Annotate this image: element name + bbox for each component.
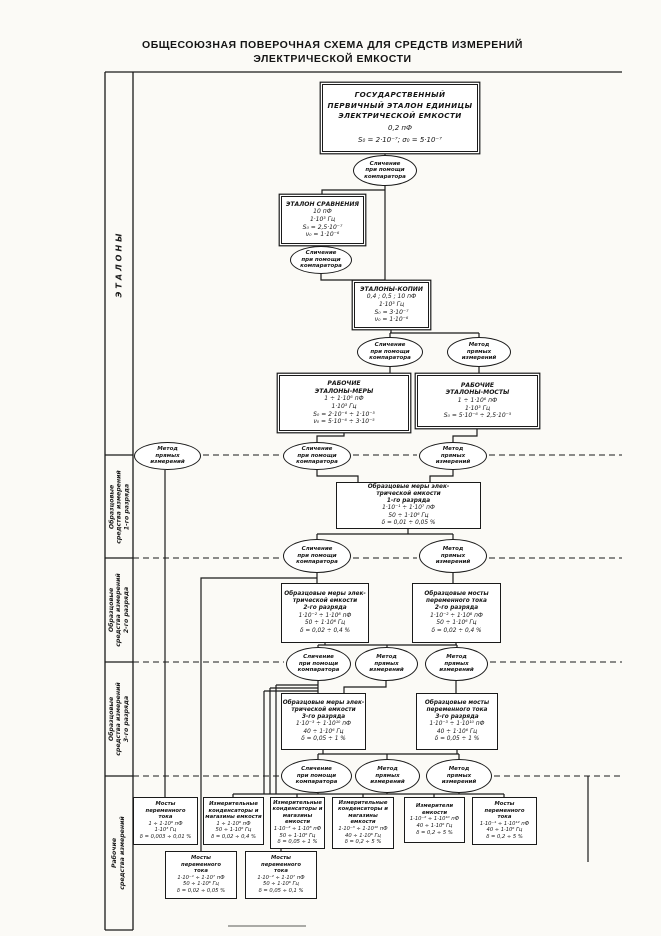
frame-lines bbox=[104, 71, 622, 931]
page-title-line2: ЭЛЕКТРИЧЕСКОЙ ЕМКОСТИ bbox=[253, 53, 412, 65]
page-title-line1: ОБЩЕСОЮЗНАЯ ПОВЕРОЧНАЯ СХЕМА ДЛЯ СРЕДСТВ… bbox=[142, 39, 523, 51]
dashed-section-lines bbox=[133, 454, 622, 777]
solid-connectors bbox=[164, 152, 589, 862]
sidebar-section-etalony: ЭТАЛОНЫ bbox=[114, 230, 124, 297]
